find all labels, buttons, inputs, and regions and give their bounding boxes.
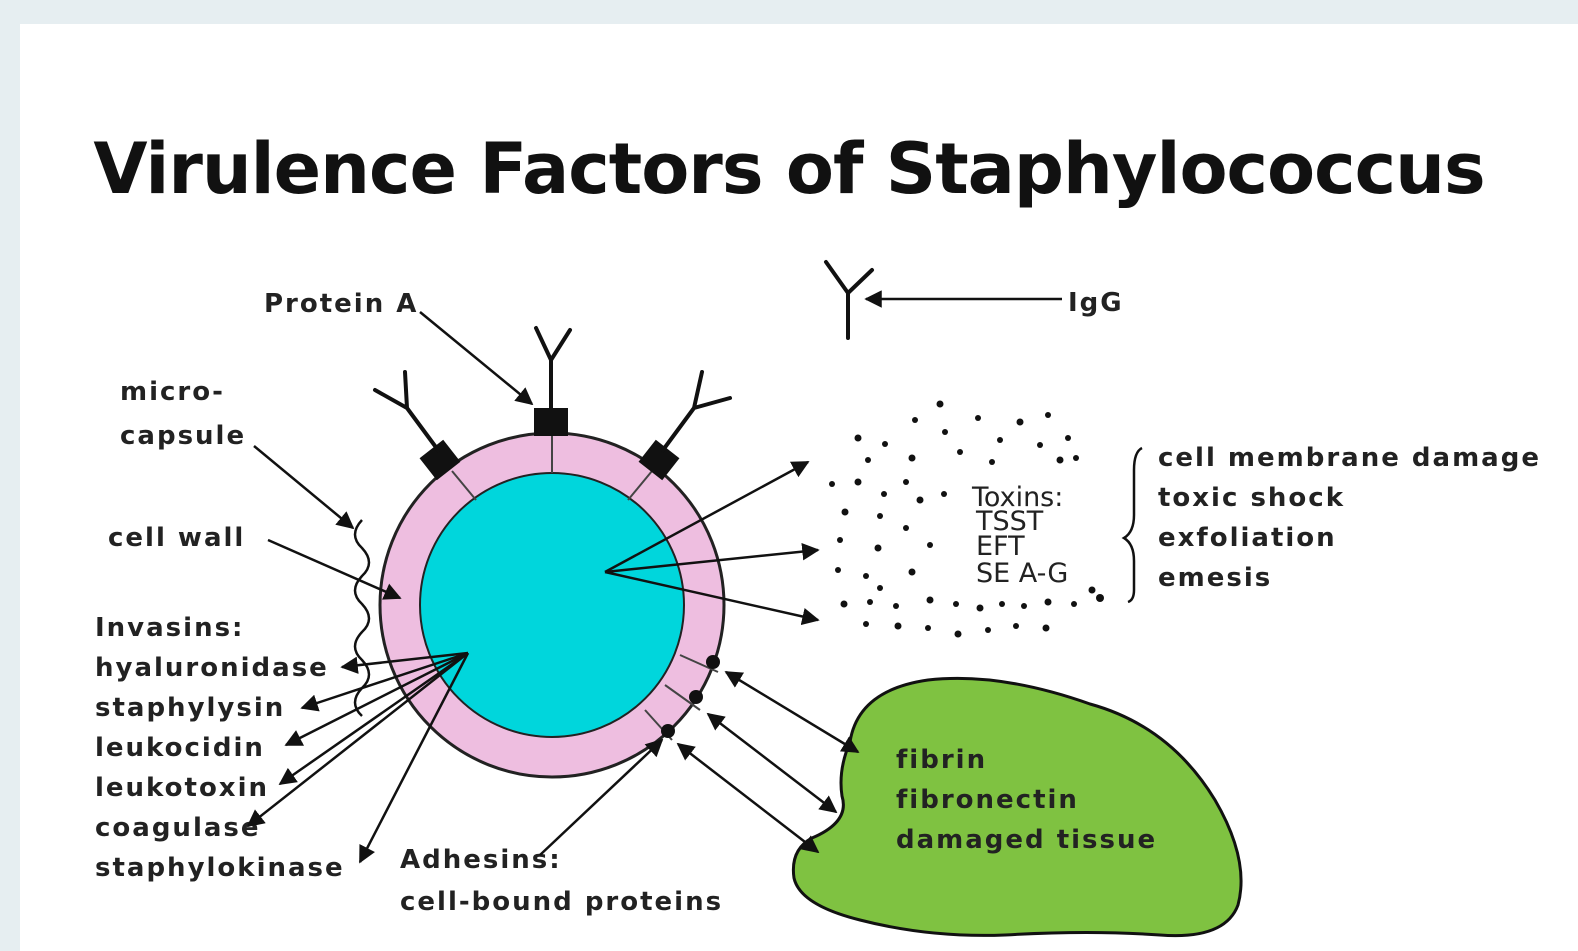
toxin-effect-item: emesis: [1158, 563, 1272, 593]
toxin-effect-item: exfoliation: [1158, 523, 1337, 553]
invasin-item: leukotoxin: [95, 773, 269, 803]
protein-a-label: Protein A: [264, 289, 418, 319]
tissue-item: fibrin: [896, 745, 987, 775]
toxin-effects-brace: [1124, 448, 1142, 602]
toxin-effects-list: cell membrane damage toxic shock exfolia…: [1158, 443, 1541, 593]
toxins-list: TSST EFT SE A-G: [975, 506, 1068, 589]
invasin-item: hyaluronidase: [95, 653, 329, 683]
microcapsule-label-line2: capsule: [120, 421, 246, 451]
toxin-effect-item: toxic shock: [1158, 483, 1345, 513]
bacterium-cell: [375, 328, 730, 777]
invasins-list: hyaluronidase staphylysin leukocidin leu…: [95, 653, 345, 883]
free-igg: IgG: [826, 262, 1124, 338]
adhesins-label-line1: Adhesins:: [400, 845, 562, 875]
adhesion-arrows: [678, 672, 858, 852]
tissue-item: damaged tissue: [896, 825, 1157, 855]
invasin-item: coagulase: [95, 813, 261, 843]
igg-label: IgG: [1068, 288, 1124, 318]
cytoplasm: [420, 473, 684, 737]
invasins-heading: Invasins:: [95, 613, 244, 643]
tissue-item: fibronectin: [896, 785, 1079, 815]
adhesins-label-line2: cell-bound proteins: [400, 887, 723, 917]
invasin-item: staphylysin: [95, 693, 285, 723]
microcapsule-label-line1: micro-: [120, 377, 225, 407]
invasin-item: leukocidin: [95, 733, 265, 763]
cell-wall-label: cell wall: [108, 523, 245, 553]
invasin-item: staphylokinase: [95, 853, 345, 883]
toxin-effect-item: cell membrane damage: [1158, 443, 1541, 473]
toxin-item: SE A-G: [976, 558, 1068, 589]
toxin-particles: [829, 401, 1104, 638]
